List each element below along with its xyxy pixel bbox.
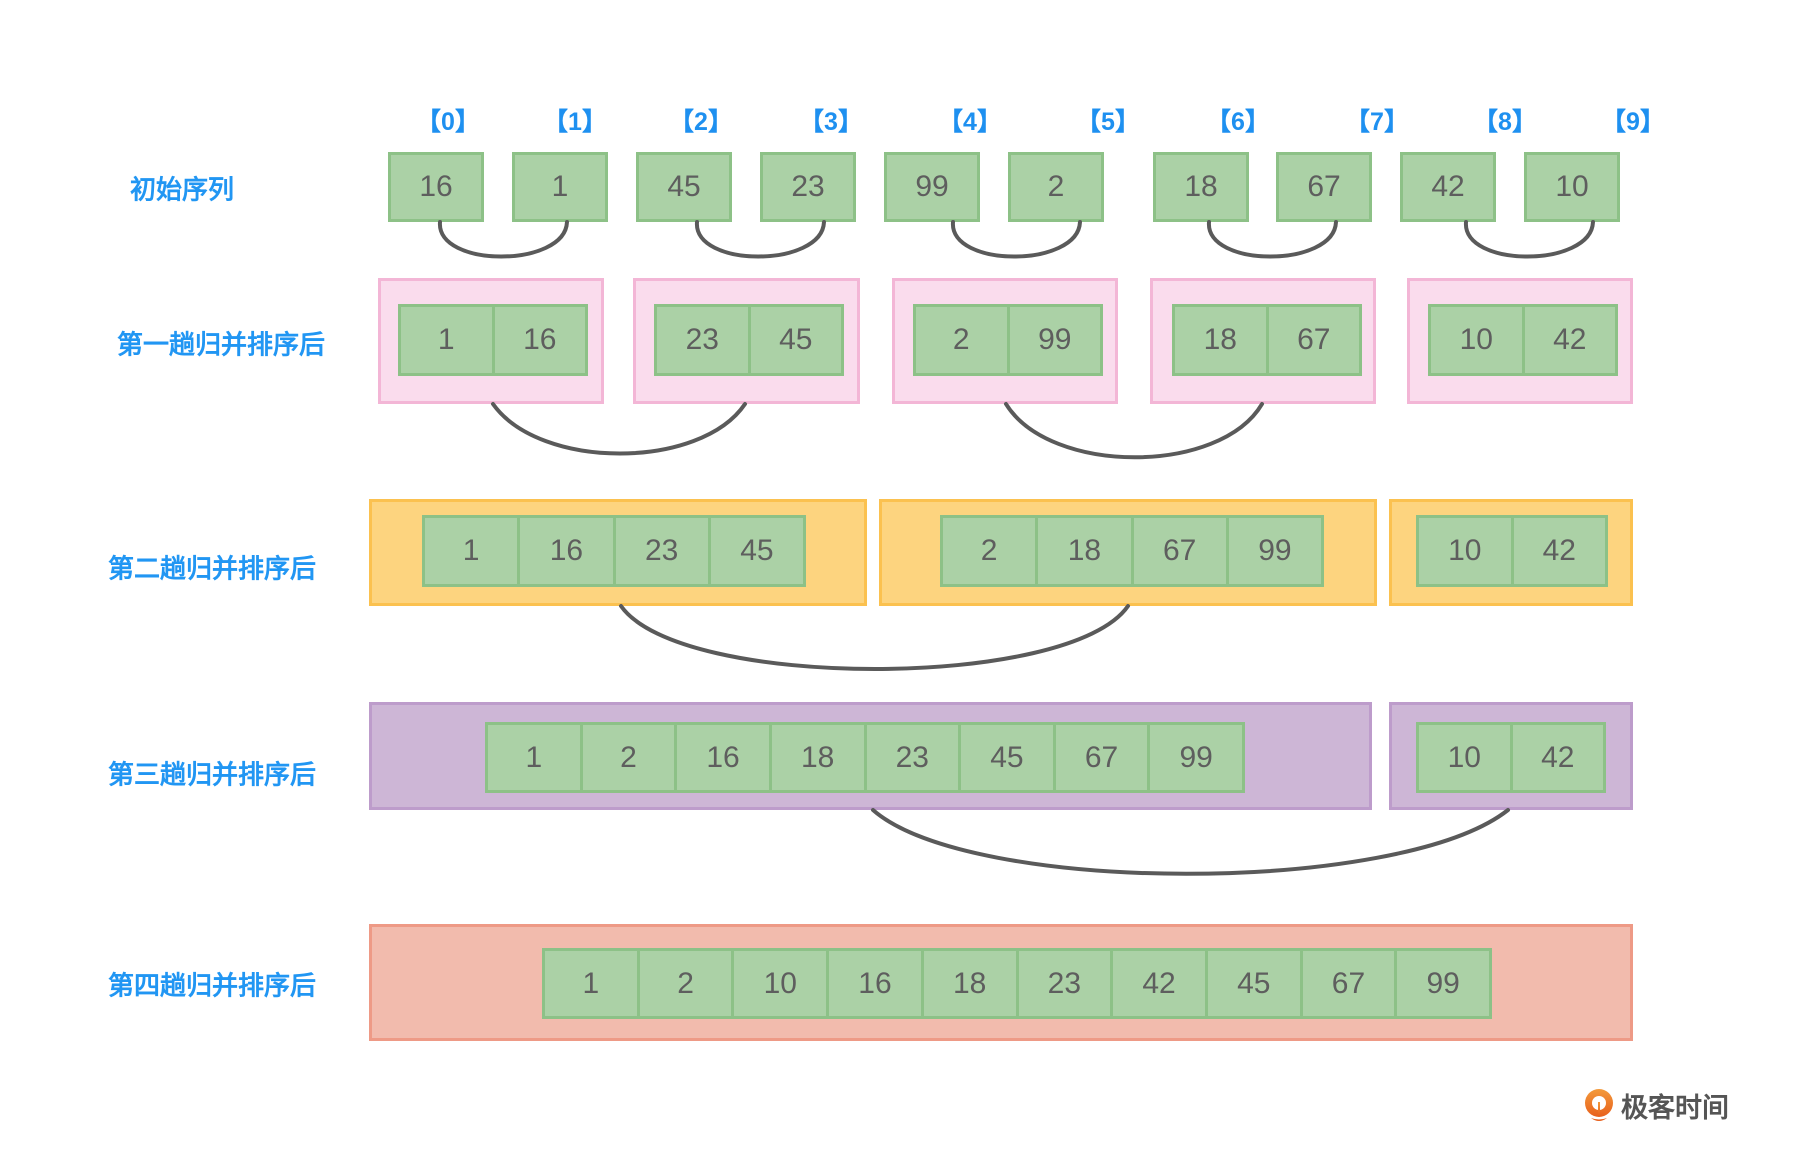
brand-name: 极客时间	[1621, 1093, 1729, 1124]
value-cell: 99	[1228, 518, 1321, 584]
value-cell: 45	[639, 155, 729, 219]
element-cell: 67	[1276, 152, 1372, 222]
element-cell: 16	[388, 152, 484, 222]
value-cell: 42	[1513, 518, 1605, 584]
value-cell: 1	[425, 518, 518, 584]
merge-connector	[1004, 402, 1264, 460]
element-cell: 18	[1153, 152, 1249, 222]
value-cell: 67	[1302, 951, 1395, 1016]
index-label: 【6】	[1206, 108, 1270, 136]
value-cell: 18	[771, 725, 864, 790]
brand-logo: 极客时间	[1583, 1086, 1729, 1125]
index-label: 【4】	[938, 108, 1002, 136]
value-cell: 18	[923, 951, 1016, 1016]
value-cell: 45	[710, 518, 803, 584]
value-cell: 2	[1011, 155, 1101, 219]
value-cell: 99	[1009, 307, 1100, 373]
row-label-pass-2: 第二趟归并排序后	[108, 554, 317, 585]
element-cell: 23	[760, 152, 856, 222]
element-cell: 45	[636, 152, 732, 222]
index-label: 【1】	[543, 108, 607, 136]
index-label: 【0】	[416, 108, 480, 136]
value-cell: 45	[750, 307, 841, 373]
element-cell: 99	[884, 152, 980, 222]
value-cell: 67	[1279, 155, 1369, 219]
value-cell: 99	[1150, 725, 1242, 790]
value-cell: 2	[943, 518, 1036, 584]
merge-connector	[437, 220, 569, 259]
value-cell: 99	[887, 155, 977, 219]
index-label: 【2】	[669, 108, 733, 136]
value-cell: 23	[1018, 951, 1111, 1016]
value-cell: 42	[1113, 951, 1205, 1016]
element-cell: 42	[1400, 152, 1496, 222]
value-cell: 67	[1055, 725, 1148, 790]
element-cell: 10	[1524, 152, 1620, 222]
value-cell: 23	[615, 518, 708, 584]
value-cell: 42	[1403, 155, 1493, 219]
value-cell: 18	[1156, 155, 1246, 219]
merge-connector	[694, 220, 826, 259]
value-cell: 1	[515, 155, 605, 219]
row-label-pass-3: 第三趟归并排序后	[108, 760, 317, 791]
index-label: 【8】	[1473, 108, 1537, 136]
row-label-pass-4: 第四趟归并排序后	[108, 971, 317, 1002]
value-cell: 1	[488, 725, 580, 790]
value-cell: 1	[401, 307, 492, 373]
value-cell: 10	[1527, 155, 1617, 219]
index-label: 【5】	[1076, 108, 1140, 136]
value-cell: 99	[1397, 951, 1490, 1016]
value-cell: 10	[734, 951, 827, 1016]
value-cell: 67	[1133, 518, 1226, 584]
row-label-initial: 初始序列	[130, 175, 235, 206]
value-cell: 10	[1419, 725, 1510, 790]
value-cell: 10	[1419, 518, 1511, 584]
value-cell: 42	[1512, 725, 1603, 790]
row-label-pass-1: 第一趟归并排序后	[117, 330, 326, 361]
value-cell: 23	[763, 155, 853, 219]
value-cell: 2	[916, 307, 1007, 373]
value-cell: 45	[1207, 951, 1300, 1016]
index-label: 【3】	[799, 108, 863, 136]
value-cell: 42	[1524, 307, 1615, 373]
geektime-logo-icon	[1585, 1088, 1613, 1121]
merge-connector	[1463, 220, 1595, 259]
value-cell: 16	[677, 725, 769, 790]
value-cell: 16	[494, 307, 585, 373]
value-cell: 67	[1268, 307, 1359, 373]
merge-connector	[619, 604, 1130, 671]
index-label: 【7】	[1345, 108, 1409, 136]
value-cell: 23	[866, 725, 959, 790]
element-cell: 1	[512, 152, 608, 222]
value-cell: 10	[1431, 307, 1522, 373]
index-label: 【9】	[1601, 108, 1665, 136]
merge-connector	[871, 808, 1510, 876]
value-cell: 18	[1175, 307, 1266, 373]
merge-connector	[1206, 220, 1338, 259]
value-cell: 2	[582, 725, 675, 790]
element-cell: 2	[1008, 152, 1104, 222]
value-cell: 18	[1038, 518, 1131, 584]
merge-connector	[491, 402, 747, 456]
value-cell: 23	[657, 307, 748, 373]
value-cell: 1	[545, 951, 637, 1016]
value-cell: 2	[639, 951, 732, 1016]
value-cell: 16	[829, 951, 921, 1016]
value-cell: 45	[961, 725, 1053, 790]
merge-connector	[950, 220, 1082, 259]
value-cell: 16	[520, 518, 613, 584]
value-cell: 16	[391, 155, 481, 219]
